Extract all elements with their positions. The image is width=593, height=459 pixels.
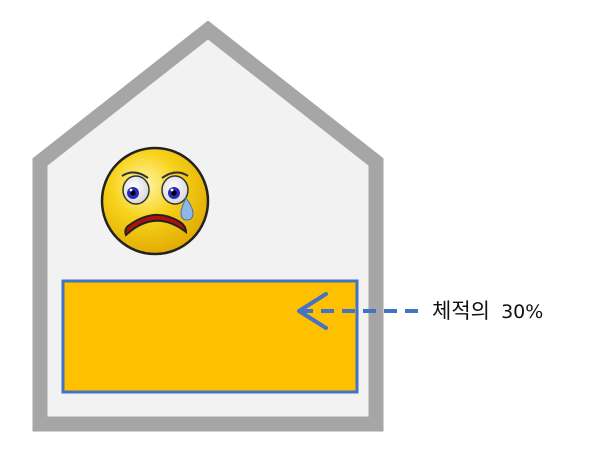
volume-label-value: 30%	[501, 301, 543, 323]
dashed-arrow-left-icon	[297, 292, 420, 330]
volume-box	[61, 279, 359, 394]
tear-drop-icon	[180, 197, 194, 221]
volume-label: 체적의 30%	[432, 299, 543, 323]
left-eye	[121, 171, 150, 205]
right-eye	[161, 171, 189, 205]
volume-label-main: 체적의	[432, 299, 490, 323]
crying-face-icon	[100, 146, 210, 256]
sad-mouth	[124, 214, 188, 237]
